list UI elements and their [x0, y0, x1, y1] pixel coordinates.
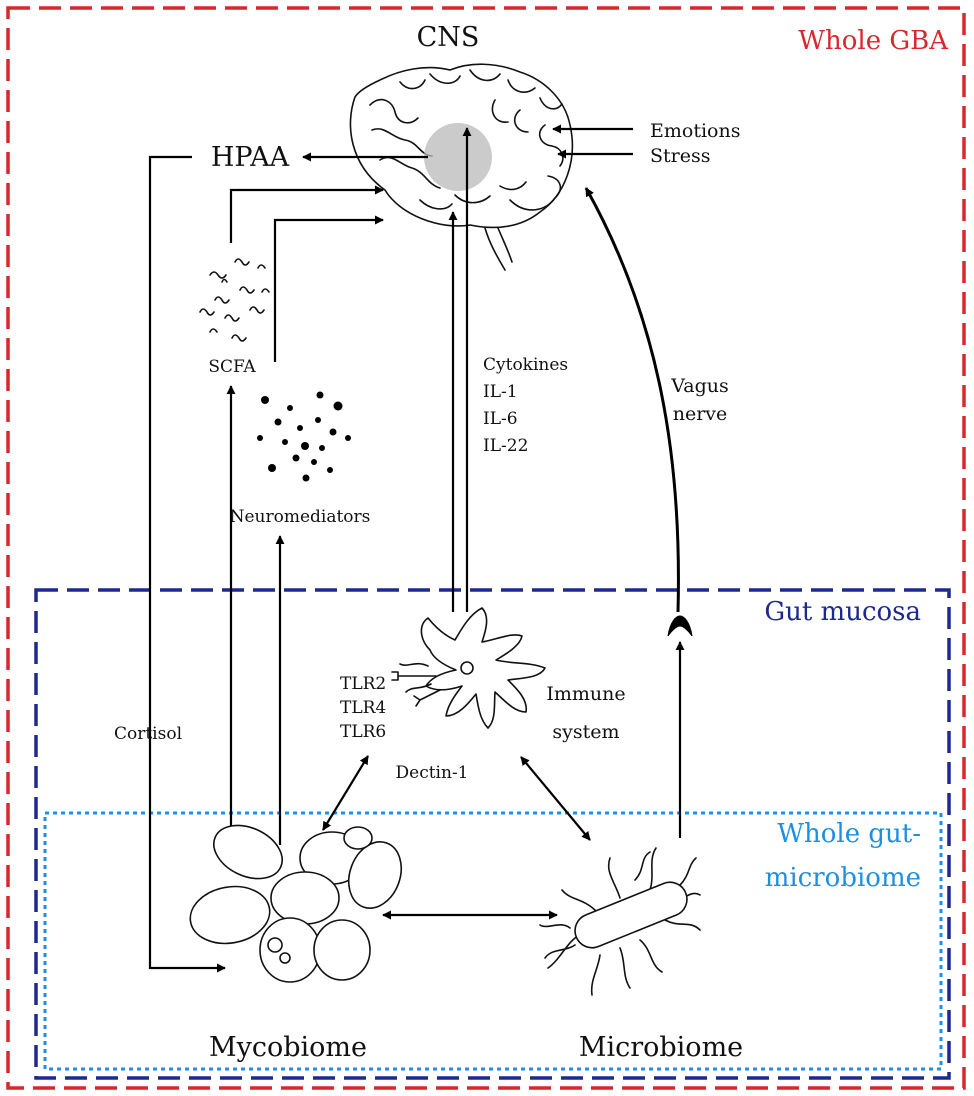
microbiome-label: Microbiome — [579, 1032, 743, 1063]
tlr4-label: TLR4 — [340, 698, 386, 718]
gut-microbiome-border — [45, 813, 941, 1069]
system-label: system — [552, 721, 619, 743]
dectin-label: Dectin-1 — [396, 763, 469, 783]
neuromediator-dots — [257, 392, 351, 482]
neuromediators-label: Neuromediators — [230, 507, 371, 527]
gut-mucosa-label: Gut mucosa — [764, 597, 921, 627]
brain-highlight — [424, 123, 492, 191]
nerve-label: nerve — [673, 403, 728, 425]
mycobiome-label: Mycobiome — [209, 1032, 367, 1063]
vagus-label: Vagus — [670, 375, 728, 397]
cns-label: CNS — [417, 22, 480, 53]
hpaa-label: HPAA — [211, 142, 290, 173]
scfa-molecules — [200, 259, 269, 341]
emotions-label: Emotions — [650, 120, 740, 142]
whole-gba-label: Whole GBA — [798, 26, 949, 56]
gut-microbiome-label-2: microbiome — [765, 863, 921, 893]
gut-microbiome-label-1: Whole gut- — [777, 819, 921, 849]
scfa-label: SCFA — [208, 357, 256, 377]
immune-cell-drawing — [392, 608, 545, 728]
stress-label: Stress — [650, 145, 710, 167]
tlr6-label: TLR6 — [340, 722, 386, 742]
immune-label: Immune — [546, 683, 625, 705]
tlr2-label: TLR2 — [340, 674, 386, 694]
cortisol-label: Cortisol — [114, 724, 182, 744]
il22-label: IL-22 — [483, 436, 528, 456]
il1-label: IL-1 — [483, 382, 518, 402]
brain-drawing — [350, 64, 572, 270]
cytokines-label: Cytokines — [483, 355, 568, 375]
il6-label: IL-6 — [483, 409, 518, 429]
mycobiome-drawing — [186, 815, 410, 982]
microbiome-drawing — [540, 848, 700, 995]
